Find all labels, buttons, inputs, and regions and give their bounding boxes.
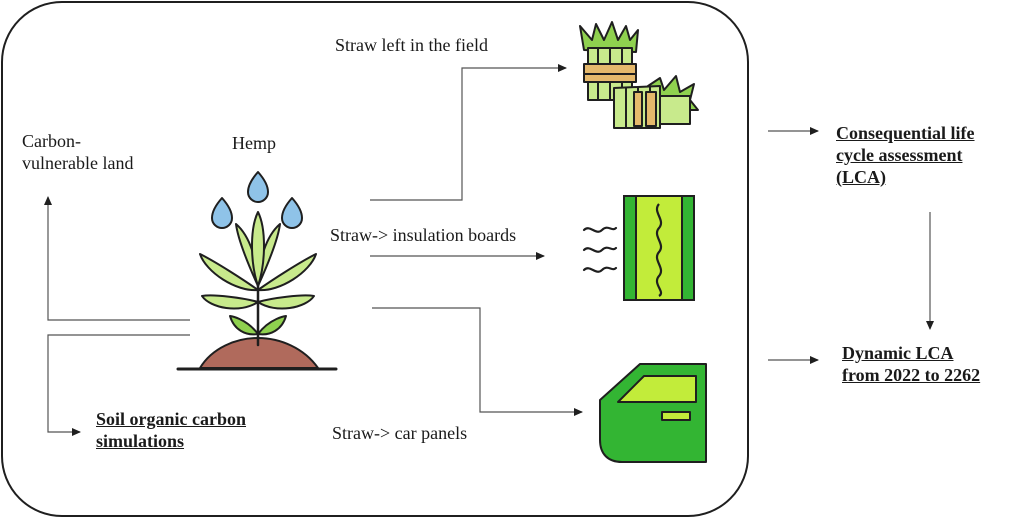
soil-line-2: simulations <box>96 431 185 451</box>
carbon-vulnerable-land-label: Carbon- vulnerable land <box>22 130 133 174</box>
straw-car-panels-label: Straw-> car panels <box>332 423 468 443</box>
dynamic-line-2: from 2022 to 2262 <box>842 365 981 385</box>
system-boundary-box <box>1 1 749 517</box>
arrow-to-carbon-land <box>44 196 190 321</box>
insulation-board-icon <box>582 195 695 301</box>
hemp-label: Hemp <box>232 133 276 153</box>
hemp-plant-icon <box>176 171 338 371</box>
arrow-to-field <box>370 64 567 201</box>
straw-insulation-boards-label: Straw-> insulation boards <box>330 225 517 245</box>
dynamic-lca-label: Dynamic LCA from 2022 to 2262 <box>842 342 980 386</box>
arrow-to-soil <box>47 334 190 436</box>
heat-waves-icon <box>582 226 618 273</box>
droplet-icon <box>281 197 303 229</box>
consequential-line-2: cycle assessment <box>836 145 963 165</box>
dynamic-line-1: Dynamic LCA <box>842 343 954 363</box>
straw-left-in-field-label: Straw left in the field <box>335 35 488 55</box>
car-door-panel-icon <box>599 363 707 463</box>
straw-bundles-icon <box>579 21 699 129</box>
consequential-line-1: Consequential life <box>836 123 975 143</box>
consequential-lca-label: Consequential life cycle assessment (LCA… <box>836 122 975 188</box>
carbon-vulnerable-land-line-2: vulnerable land <box>22 153 134 173</box>
soil-line-1: Soil organic carbon <box>96 409 247 429</box>
arrow-to-car <box>372 307 583 416</box>
droplet-icon <box>247 171 269 203</box>
carbon-vulnerable-land-line-1: Carbon- <box>22 131 81 151</box>
soil-organic-carbon-simulations-label: Soil organic carbon simulations <box>96 408 246 452</box>
droplet-icon <box>211 197 233 229</box>
consequential-line-3: (LCA) <box>836 167 886 187</box>
